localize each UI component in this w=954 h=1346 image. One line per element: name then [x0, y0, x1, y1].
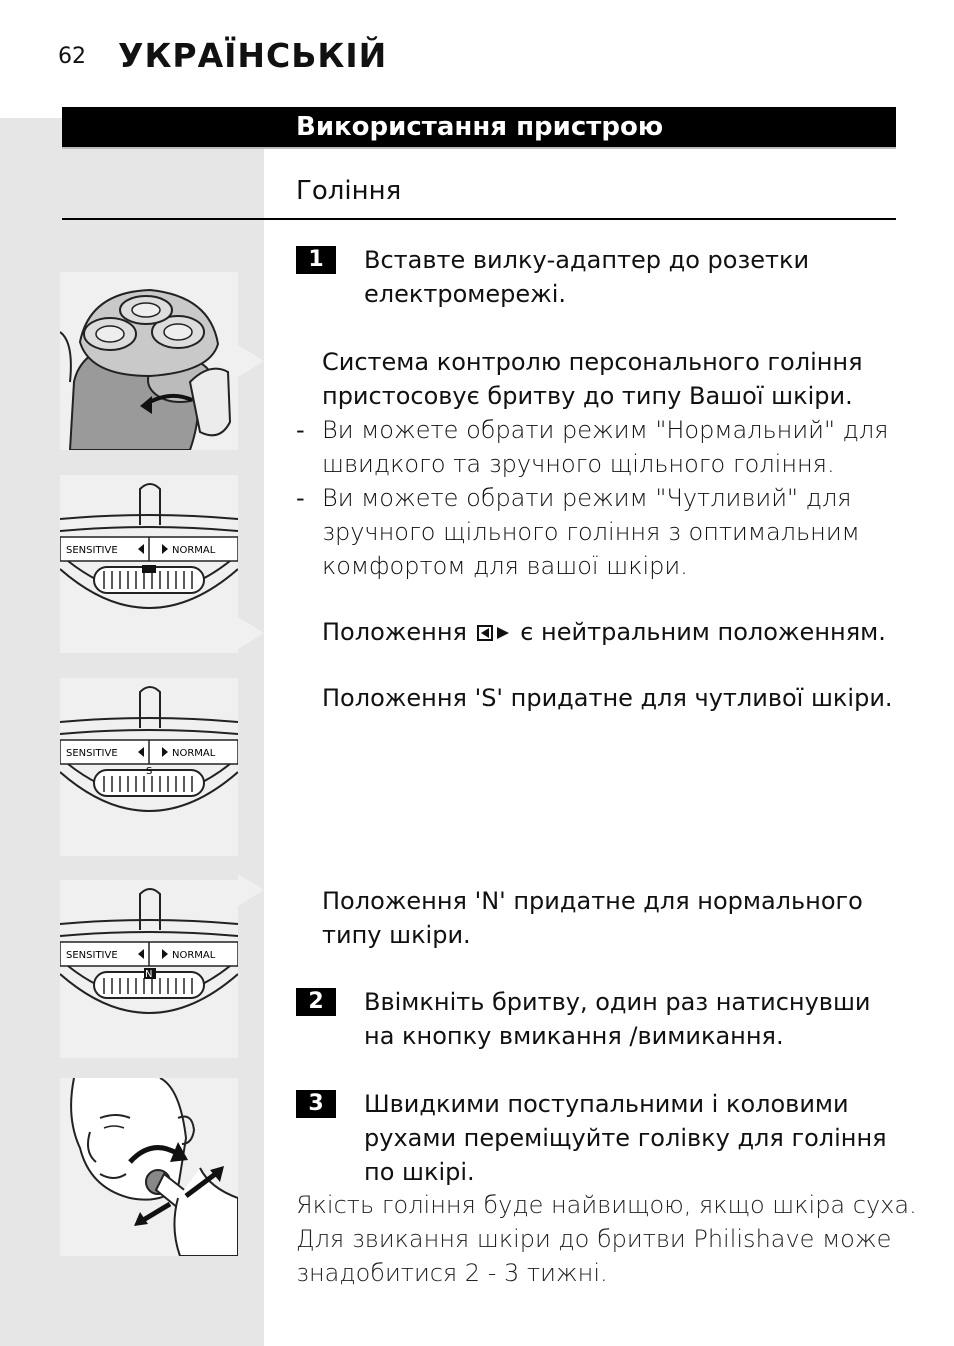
step-number-badge: 3 — [296, 1090, 336, 1118]
note-text-line: Якість гоління буде найвищою, якщо шкіра… — [296, 1191, 917, 1219]
step-text-line: електромережі. — [364, 280, 567, 308]
bullet-marker: - — [296, 484, 305, 512]
page-number: 62 — [58, 44, 86, 69]
figure-pointer — [238, 617, 264, 649]
n-position-line: Положення 'N' придатне для нормального — [322, 887, 863, 915]
step-text-line: на кнопку вмикання /вимикання. — [364, 1022, 784, 1050]
bullet-text-line: швидкого та зручного щільного гоління. — [322, 450, 835, 478]
step-number-badge: 2 — [296, 988, 336, 1016]
bullet-text-line: комфортом для вашої шкіри. — [322, 552, 688, 580]
dial-normal-label: NORMAL — [172, 748, 216, 759]
figure-dial-s: SENSITIVE NORMAL S — [60, 678, 238, 856]
language-heading: УКРАЇНСЬКІЙ — [118, 36, 388, 75]
system-text-line: Система контролю персонального гоління — [322, 348, 863, 376]
subheading-rule — [62, 218, 896, 220]
system-text-line: пристосовує бритву до типу Вашої шкіри. — [322, 382, 853, 410]
figure-dial-neutral: SENSITIVE NORMAL — [60, 475, 238, 653]
subheading-margin — [62, 150, 264, 216]
neutral-position-suffix: є нейтральним положенням. — [520, 618, 886, 646]
figure-dial-n: SENSITIVE NORMAL N — [60, 880, 238, 1058]
section-bar — [62, 107, 896, 147]
s-position-line: Положення 'S' придатне для чутливої шкір… — [322, 684, 893, 712]
subheading: Гоління — [296, 176, 402, 206]
figure-shaver-dial — [60, 272, 238, 450]
bullet-text-line: Ви можете обрати режим "Чутливий" для — [322, 484, 852, 512]
n-position-line: типу шкіри. — [322, 921, 471, 949]
step-text-line: по шкірі. — [364, 1158, 475, 1186]
dial-n-mark: N — [145, 969, 152, 980]
dial-normal-label: NORMAL — [172, 950, 216, 961]
neutral-position-line: Положення є нейтральним положенням. — [322, 615, 886, 650]
dial-sensitive-label: SENSITIVE — [66, 545, 118, 556]
figure-pointer — [238, 345, 264, 377]
section-bar-shadow — [62, 147, 896, 149]
figure-pointer — [238, 874, 264, 906]
neutral-position-prefix: Положення — [322, 618, 467, 646]
dial-normal-label: NORMAL — [172, 545, 216, 556]
dial-s-mark: S — [146, 766, 152, 777]
step-text-line: Вставте вилку-адаптер до розетки — [364, 246, 810, 274]
dial-sensitive-label: SENSITIVE — [66, 748, 118, 759]
step-number-badge: 1 — [296, 246, 336, 274]
neutral-symbol-icon — [476, 616, 511, 650]
section-title: Використання пристрою — [296, 112, 664, 142]
figure-face-shaving — [60, 1078, 238, 1256]
step-text-line: рухами переміщуйте голівку для гоління — [364, 1124, 887, 1152]
step-text-line: Ввімкніть бритву, один раз натиснувши — [364, 988, 871, 1016]
step-text-line: Швидкими поступальними і коловими — [364, 1090, 849, 1118]
dial-sensitive-label: SENSITIVE — [66, 950, 118, 961]
note-text-line: знадобитися 2 - 3 тижні. — [296, 1259, 608, 1287]
bullet-text-line: зручного щільного гоління з оптимальним — [322, 518, 860, 546]
bullet-marker: - — [296, 416, 305, 444]
note-text-line: Для звикання шкіри до бритви Philishave … — [296, 1225, 892, 1253]
bullet-text-line: Ви можете обрати режим "Нормальний" для — [322, 416, 889, 444]
